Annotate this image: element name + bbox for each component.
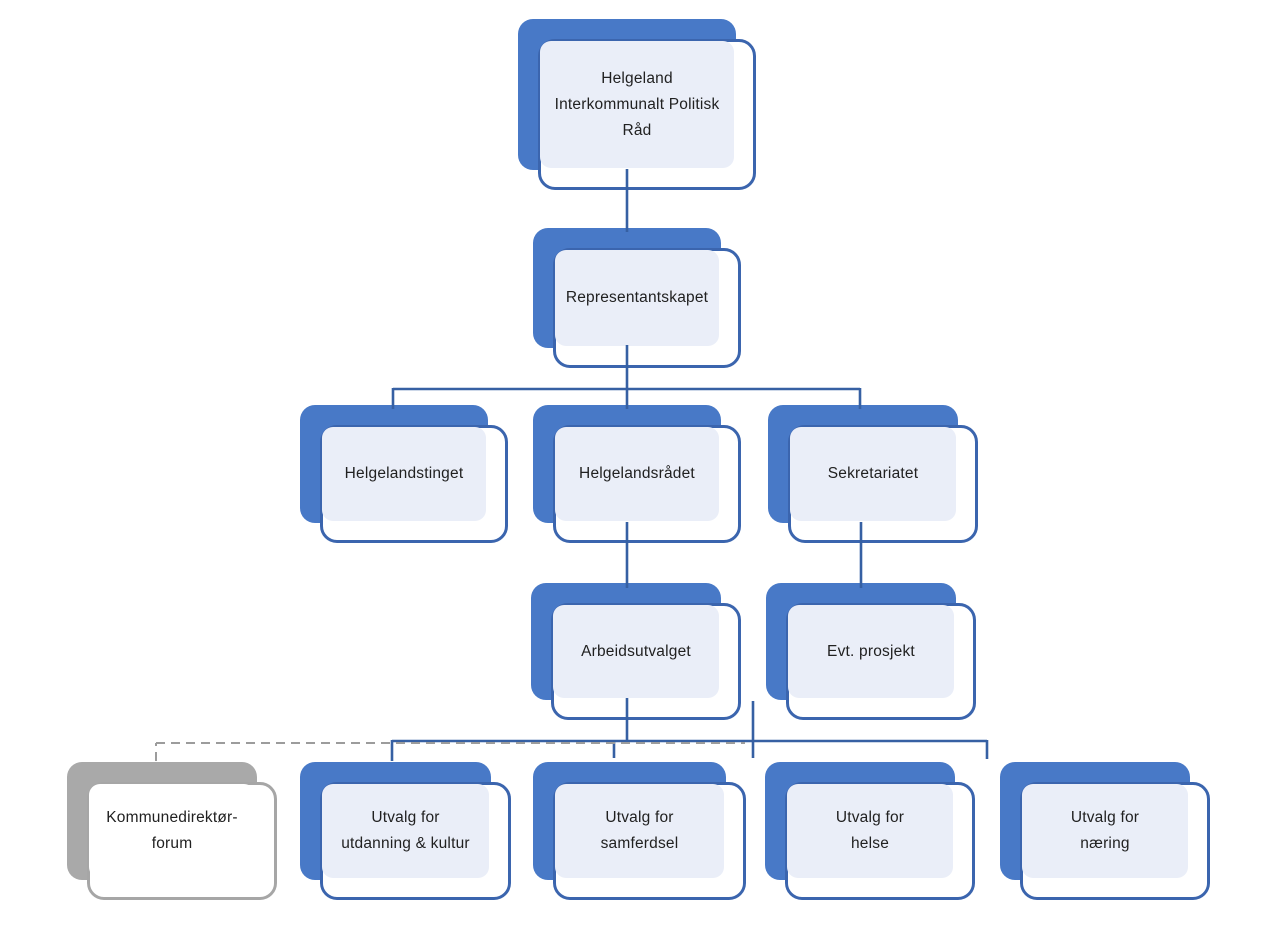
org-node-label-line: Sekretariatet [827, 465, 919, 482]
org-node-label-line: Utvalg for [605, 809, 674, 826]
org-node-utvalg-samferdsel: Utvalg for samferdsel [533, 762, 748, 902]
org-node-fill [788, 605, 954, 698]
org-node-fill [322, 784, 489, 878]
org-node-helgelandsradet: Helgelandsrådet [533, 405, 743, 545]
org-node-label-line: Utvalg for [835, 809, 905, 826]
org-node-fill [555, 427, 719, 521]
org-node-fill [787, 784, 953, 878]
org-node-fill [555, 250, 719, 346]
org-node-helgelandstinget: Helgelandstinget [300, 405, 510, 545]
org-node-fill [322, 427, 486, 521]
org-node-label: Representantskapet [555, 250, 719, 346]
org-node-kommunedirektor-forum: Kommunedirektør-forum [67, 762, 279, 902]
org-node-label: Utvalg for utdanning & kultur [322, 784, 489, 878]
org-node-sekretariatet: Sekretariatet [768, 405, 980, 545]
org-node-fill [555, 784, 724, 878]
org-node-utvalg-naering: Utvalg for næring [1000, 762, 1212, 902]
org-node-label: Helgelandsrådet [555, 427, 719, 521]
org-node-fill [540, 41, 734, 168]
org-node-label-line: samferdsel [600, 835, 679, 852]
org-node-utvalg-helse: Utvalg for helse [765, 762, 977, 902]
org-node-label: Utvalg for næring [1022, 784, 1188, 878]
org-node-label-line: Kommunedirektør- [106, 809, 238, 826]
org-node-label-line: Helgelandsrådet [579, 465, 695, 482]
org-node-label-line: Evt. prosjekt [827, 642, 915, 660]
org-node-label: Helgelandstinget [322, 427, 486, 521]
org-node-label-line: utdanning & kultur [341, 835, 470, 852]
org-node-label-line: Råd [622, 121, 652, 139]
org-node-label-line: Interkommunalt Politisk [554, 95, 720, 113]
org-node-label: Arbeidsutvalget [553, 605, 719, 698]
org-node-label: Utvalg for helse [787, 784, 953, 878]
org-node-representantskapet: Representantskapet [533, 228, 743, 370]
org-node-label-line: Representantskapet [565, 289, 709, 306]
org-node-label: Kommunedirektør-forum [89, 784, 255, 878]
org-node-label-line: Helgeland [601, 69, 673, 87]
org-node-fill [1022, 784, 1188, 878]
org-node-fill [553, 605, 719, 698]
org-node-label-line: Helgelandstinget [344, 465, 464, 482]
org-node-fill [89, 784, 255, 878]
org-node-fill [790, 427, 956, 521]
org-node-label: Evt. prosjekt [788, 605, 954, 698]
org-node-utvalg-utdanning-kultur: Utvalg for utdanning & kultur [300, 762, 513, 902]
org-node-label-line: Utvalg for [1070, 809, 1140, 826]
org-node-arbeidsutvalget: Arbeidsutvalget [531, 583, 743, 722]
org-node-label: Sekretariatet [790, 427, 956, 521]
org-node-label-line: Utvalg for [371, 809, 440, 826]
org-node-label-line: forum [151, 835, 193, 852]
org-node-evt-prosjekt: Evt. prosjekt [766, 583, 978, 722]
org-node-label-line: Arbeidsutvalget [581, 642, 691, 660]
org-node-label-line: helse [850, 835, 890, 852]
org-node-label-line: næring [1080, 835, 1130, 852]
org-node-label: Utvalg for samferdsel [555, 784, 724, 878]
